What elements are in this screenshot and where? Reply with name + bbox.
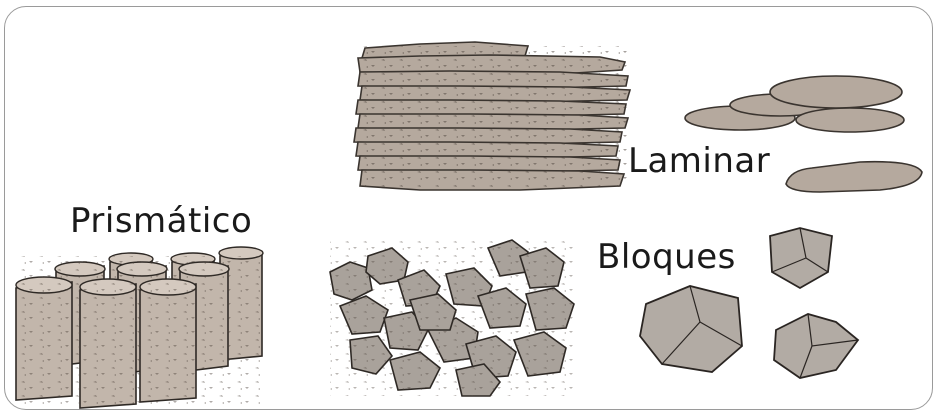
label-bloques: Bloques (597, 240, 736, 274)
label-laminar: Laminar (628, 144, 770, 178)
laminar-stack-texture (360, 46, 628, 190)
prismatic-texture (16, 256, 262, 408)
granular-texture (330, 240, 574, 396)
label-prismatico: Prismático (70, 204, 252, 238)
